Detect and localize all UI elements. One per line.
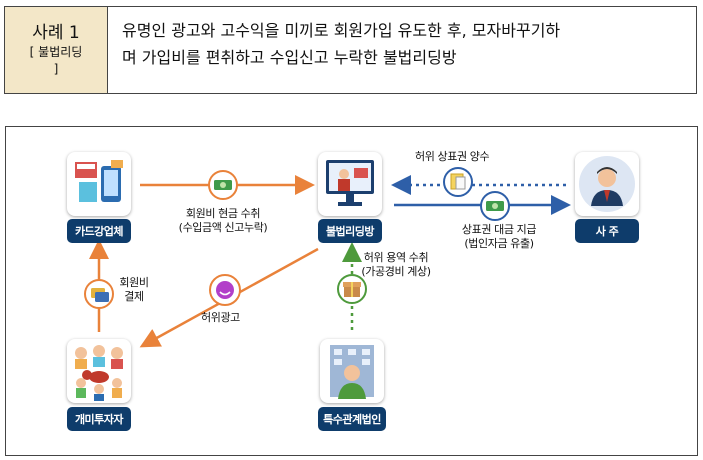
card-company-node <box>67 152 131 216</box>
money-icon <box>480 191 510 221</box>
special-corp-node <box>320 339 384 403</box>
ceo-node <box>575 152 639 216</box>
membership-cash-subline: (수입금액 신고누락) <box>178 221 268 234</box>
building-worker-icon <box>330 345 374 399</box>
card-company-label: 카드강업체 <box>67 219 131 243</box>
trademark-payment-line: 상표권 대금 지급 <box>461 223 537 236</box>
ant-investors-label: 개미투자자 <box>67 407 131 431</box>
fake-trademark-text: 허위 상표권 양수 <box>415 150 490 163</box>
reading-room-label: 불법리딩방 <box>318 219 382 243</box>
case-header: 사례 1 [ 불법리딩 ] 유명인 광고와 고수익을 미끼로 회원가입 유도한 … <box>4 6 697 94</box>
trademark-payment-text: 상표권 대금 지급 (법인자금 유출) <box>454 223 544 251</box>
trademark-payment-subline: (법인자금 유출) <box>464 237 534 250</box>
ad-icon <box>209 274 241 306</box>
shop-phone-icon <box>75 160 123 202</box>
reading-room-node <box>318 152 382 216</box>
case-title: 사례 1 <box>32 23 80 43</box>
gift-box-icon <box>337 274 367 304</box>
membership-cash-text: 회원비 현금 수취 (수입금액 신고누락) <box>178 207 268 235</box>
description-line1: 유명인 광고와 고수익을 미끼로 회원가입 유도한 후, 모자바꾸기하 <box>122 21 561 40</box>
fake-service-line: 허위 용역 수취 <box>363 251 429 264</box>
special-corp-label: 특수관계법인 <box>318 407 386 431</box>
presenter-screen-icon <box>326 160 374 206</box>
businessman-icon <box>579 156 635 212</box>
ant-investors-node <box>67 339 131 403</box>
membership-fee-line2: 결제 <box>124 290 144 303</box>
membership-fee-text: 회원비 결제 <box>114 276 154 304</box>
case-subtitle-line2: ] <box>53 62 59 76</box>
investors-crowd-icon <box>75 345 123 401</box>
card-payment-icon <box>84 279 114 309</box>
case-label-box: 사례 1 [ 불법리딩 ] <box>5 7 108 93</box>
fake-service-text: 허위 용역 수취 (가공경비 계상) <box>356 251 436 279</box>
fake-ad-text: 허위광고 <box>201 311 240 324</box>
trademark-icon <box>443 167 473 197</box>
fake-service-subline: (가공경비 계상) <box>361 265 431 278</box>
money-icon <box>208 170 238 200</box>
flow-diagram: 카드강업체 불법리딩방 사 주 <box>5 126 698 456</box>
membership-fee-line1: 회원비 <box>119 276 149 289</box>
membership-cash-line: 회원비 현금 수취 <box>185 207 261 220</box>
case-description: 유명인 광고와 고수익을 미끼로 회원가입 유도한 후, 모자바꾸기하 며 가입… <box>108 7 696 93</box>
arrows-layer <box>84 167 571 348</box>
case-subtitle-line1: [ 불법리딩 <box>29 45 83 59</box>
ceo-label: 사 주 <box>575 219 639 243</box>
description-line2: 며 가입비를 편취하고 수입신고 누락한 불법리딩방 <box>122 48 457 67</box>
